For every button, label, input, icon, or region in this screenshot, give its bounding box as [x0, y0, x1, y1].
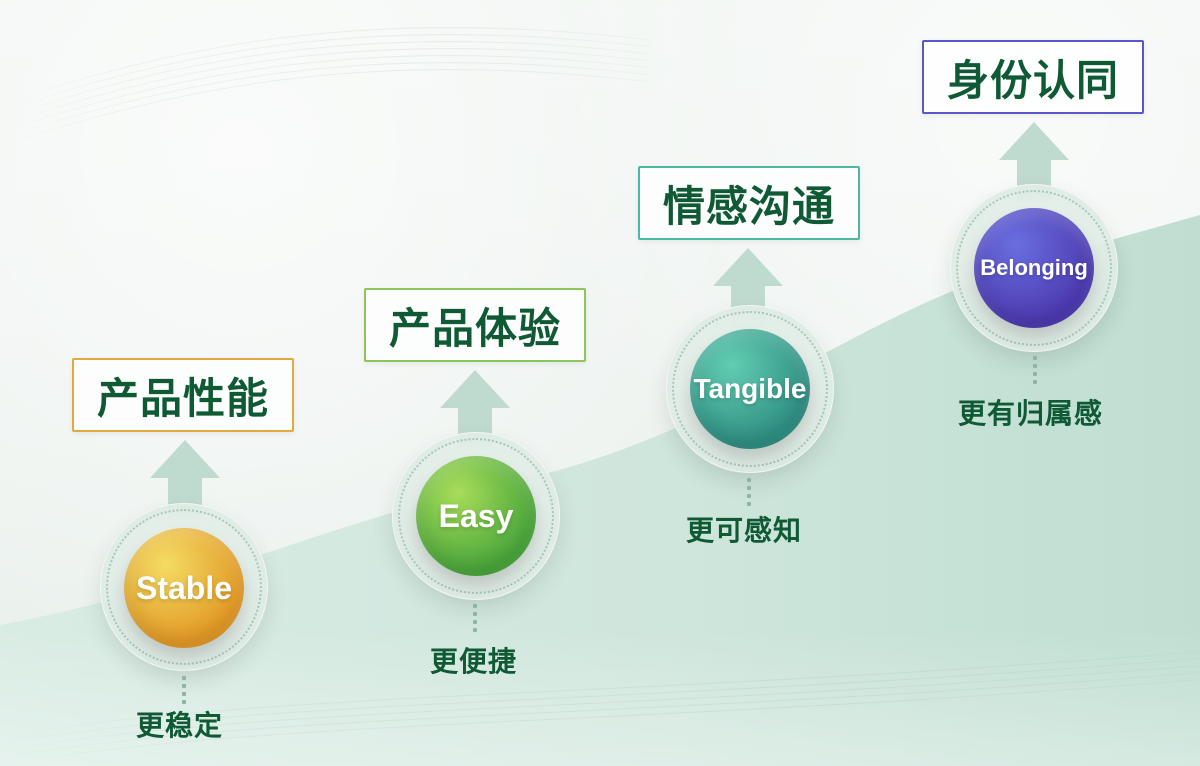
connector-dots-icon-3: [747, 478, 751, 506]
stage-caption-text-1: 更稳定: [136, 709, 224, 742]
up-arrow-icon-3: [713, 248, 783, 328]
stage-caption-4: 更有归属感: [958, 392, 1103, 432]
stage-orb-4: Belonging: [974, 208, 1094, 328]
stage-orb-label-2: Easy: [438, 497, 514, 534]
stage-heading-text-2: 产品体验: [388, 303, 561, 353]
up-arrow-icon-2: [440, 370, 510, 450]
contour-lines-bottom: [0, 651, 1200, 766]
stage-heading-text-3: 情感沟通: [662, 181, 835, 231]
connector-dots-icon-1: [182, 676, 186, 704]
connector-dots-icon-2: [473, 604, 477, 632]
stage-heading-2: 产品体验: [364, 288, 586, 362]
stage-heading-4: 身份认同: [922, 40, 1144, 114]
stage-caption-2: 更便捷: [430, 640, 517, 680]
connector-dots-icon-4: [1033, 356, 1037, 384]
stage-caption-text-4: 更有归属感: [958, 397, 1104, 430]
stage-caption-text-3: 更可感知: [686, 514, 803, 547]
stage-caption-text-2: 更便捷: [430, 645, 518, 678]
contour-lines-top-left: [0, 27, 651, 148]
stage-heading-3: 情感沟通: [638, 166, 860, 240]
up-arrow-icon-4: [999, 122, 1069, 202]
stage-heading-text-1: 产品性能: [96, 373, 269, 423]
stage-heading-text-4: 身份认同: [946, 55, 1119, 105]
up-arrow-icon-1: [150, 440, 220, 520]
stage-orb-label-1: Stable: [135, 569, 233, 606]
stage-caption-1: 更稳定: [136, 704, 223, 744]
stage-orb-2: Easy: [416, 456, 536, 576]
stage-caption-3: 更可感知: [686, 509, 802, 549]
stage-orb-1: Stable: [124, 528, 244, 648]
stage-orb-label-3: Tangible: [693, 373, 807, 404]
stage-heading-1: 产品性能: [72, 358, 294, 432]
wave-highlight: [0, 215, 1200, 766]
stage-orb-label-4: Belonging: [980, 255, 1088, 280]
stage-orb-3: Tangible: [690, 329, 810, 449]
